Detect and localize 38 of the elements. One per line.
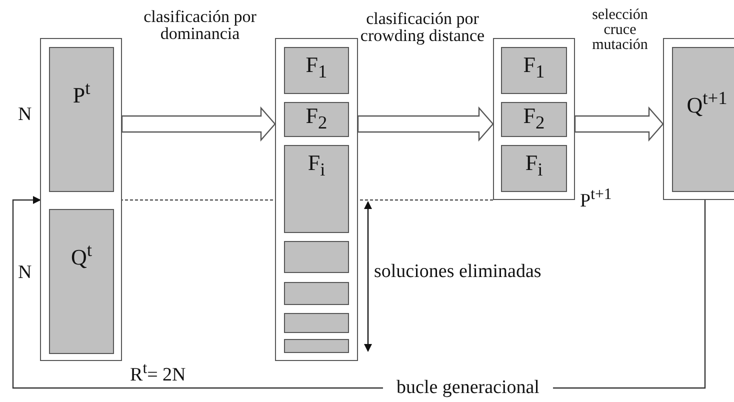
front-box bbox=[501, 47, 567, 94]
set-label: Q$^{t+1}$ bbox=[686, 88, 728, 118]
front-box bbox=[284, 241, 349, 273]
population-box bbox=[40, 38, 122, 361]
size-label: N bbox=[18, 104, 32, 126]
population-box bbox=[663, 38, 734, 200]
front-box bbox=[284, 313, 349, 333]
front-box bbox=[284, 145, 349, 233]
set-label: Q$^{t}$ bbox=[70, 240, 93, 270]
edge-label: bucle generacional bbox=[383, 378, 553, 398]
set-label: F$_{i}$ bbox=[306, 150, 326, 180]
edge-label: clasificación por dominancia bbox=[142, 8, 258, 42]
front-box bbox=[284, 282, 349, 305]
set-label: F$_{2}$ bbox=[522, 103, 546, 134]
size-label: P$^{t+1}$ bbox=[580, 186, 612, 212]
front-box bbox=[284, 102, 349, 137]
front-box bbox=[501, 102, 567, 137]
block-arrow bbox=[574, 106, 664, 142]
set-label: F$_{1}$ bbox=[304, 52, 328, 82]
population-box bbox=[275, 38, 358, 361]
front-box bbox=[501, 145, 567, 192]
front-box bbox=[284, 47, 349, 94]
block-arrow bbox=[121, 106, 276, 142]
annotation-label: soluciones eliminadas bbox=[374, 261, 542, 283]
block-arrow bbox=[357, 106, 494, 142]
edge-label: selección cruce mutación bbox=[591, 8, 649, 53]
set-label: F$_{2}$ bbox=[304, 103, 328, 134]
front-box bbox=[49, 47, 114, 192]
front-box bbox=[672, 47, 734, 192]
edge-label: clasificación por crowding distance bbox=[359, 10, 486, 44]
population-box bbox=[493, 38, 575, 200]
set-label: P$^{t}$ bbox=[72, 78, 92, 108]
front-box bbox=[284, 339, 349, 353]
size-label: N bbox=[18, 262, 32, 284]
set-label: F$_{i}$ bbox=[524, 150, 544, 180]
set-label: F$_{1}$ bbox=[522, 52, 546, 82]
size-label: R$^{t}$= 2N bbox=[130, 360, 186, 386]
front-box bbox=[49, 209, 114, 354]
